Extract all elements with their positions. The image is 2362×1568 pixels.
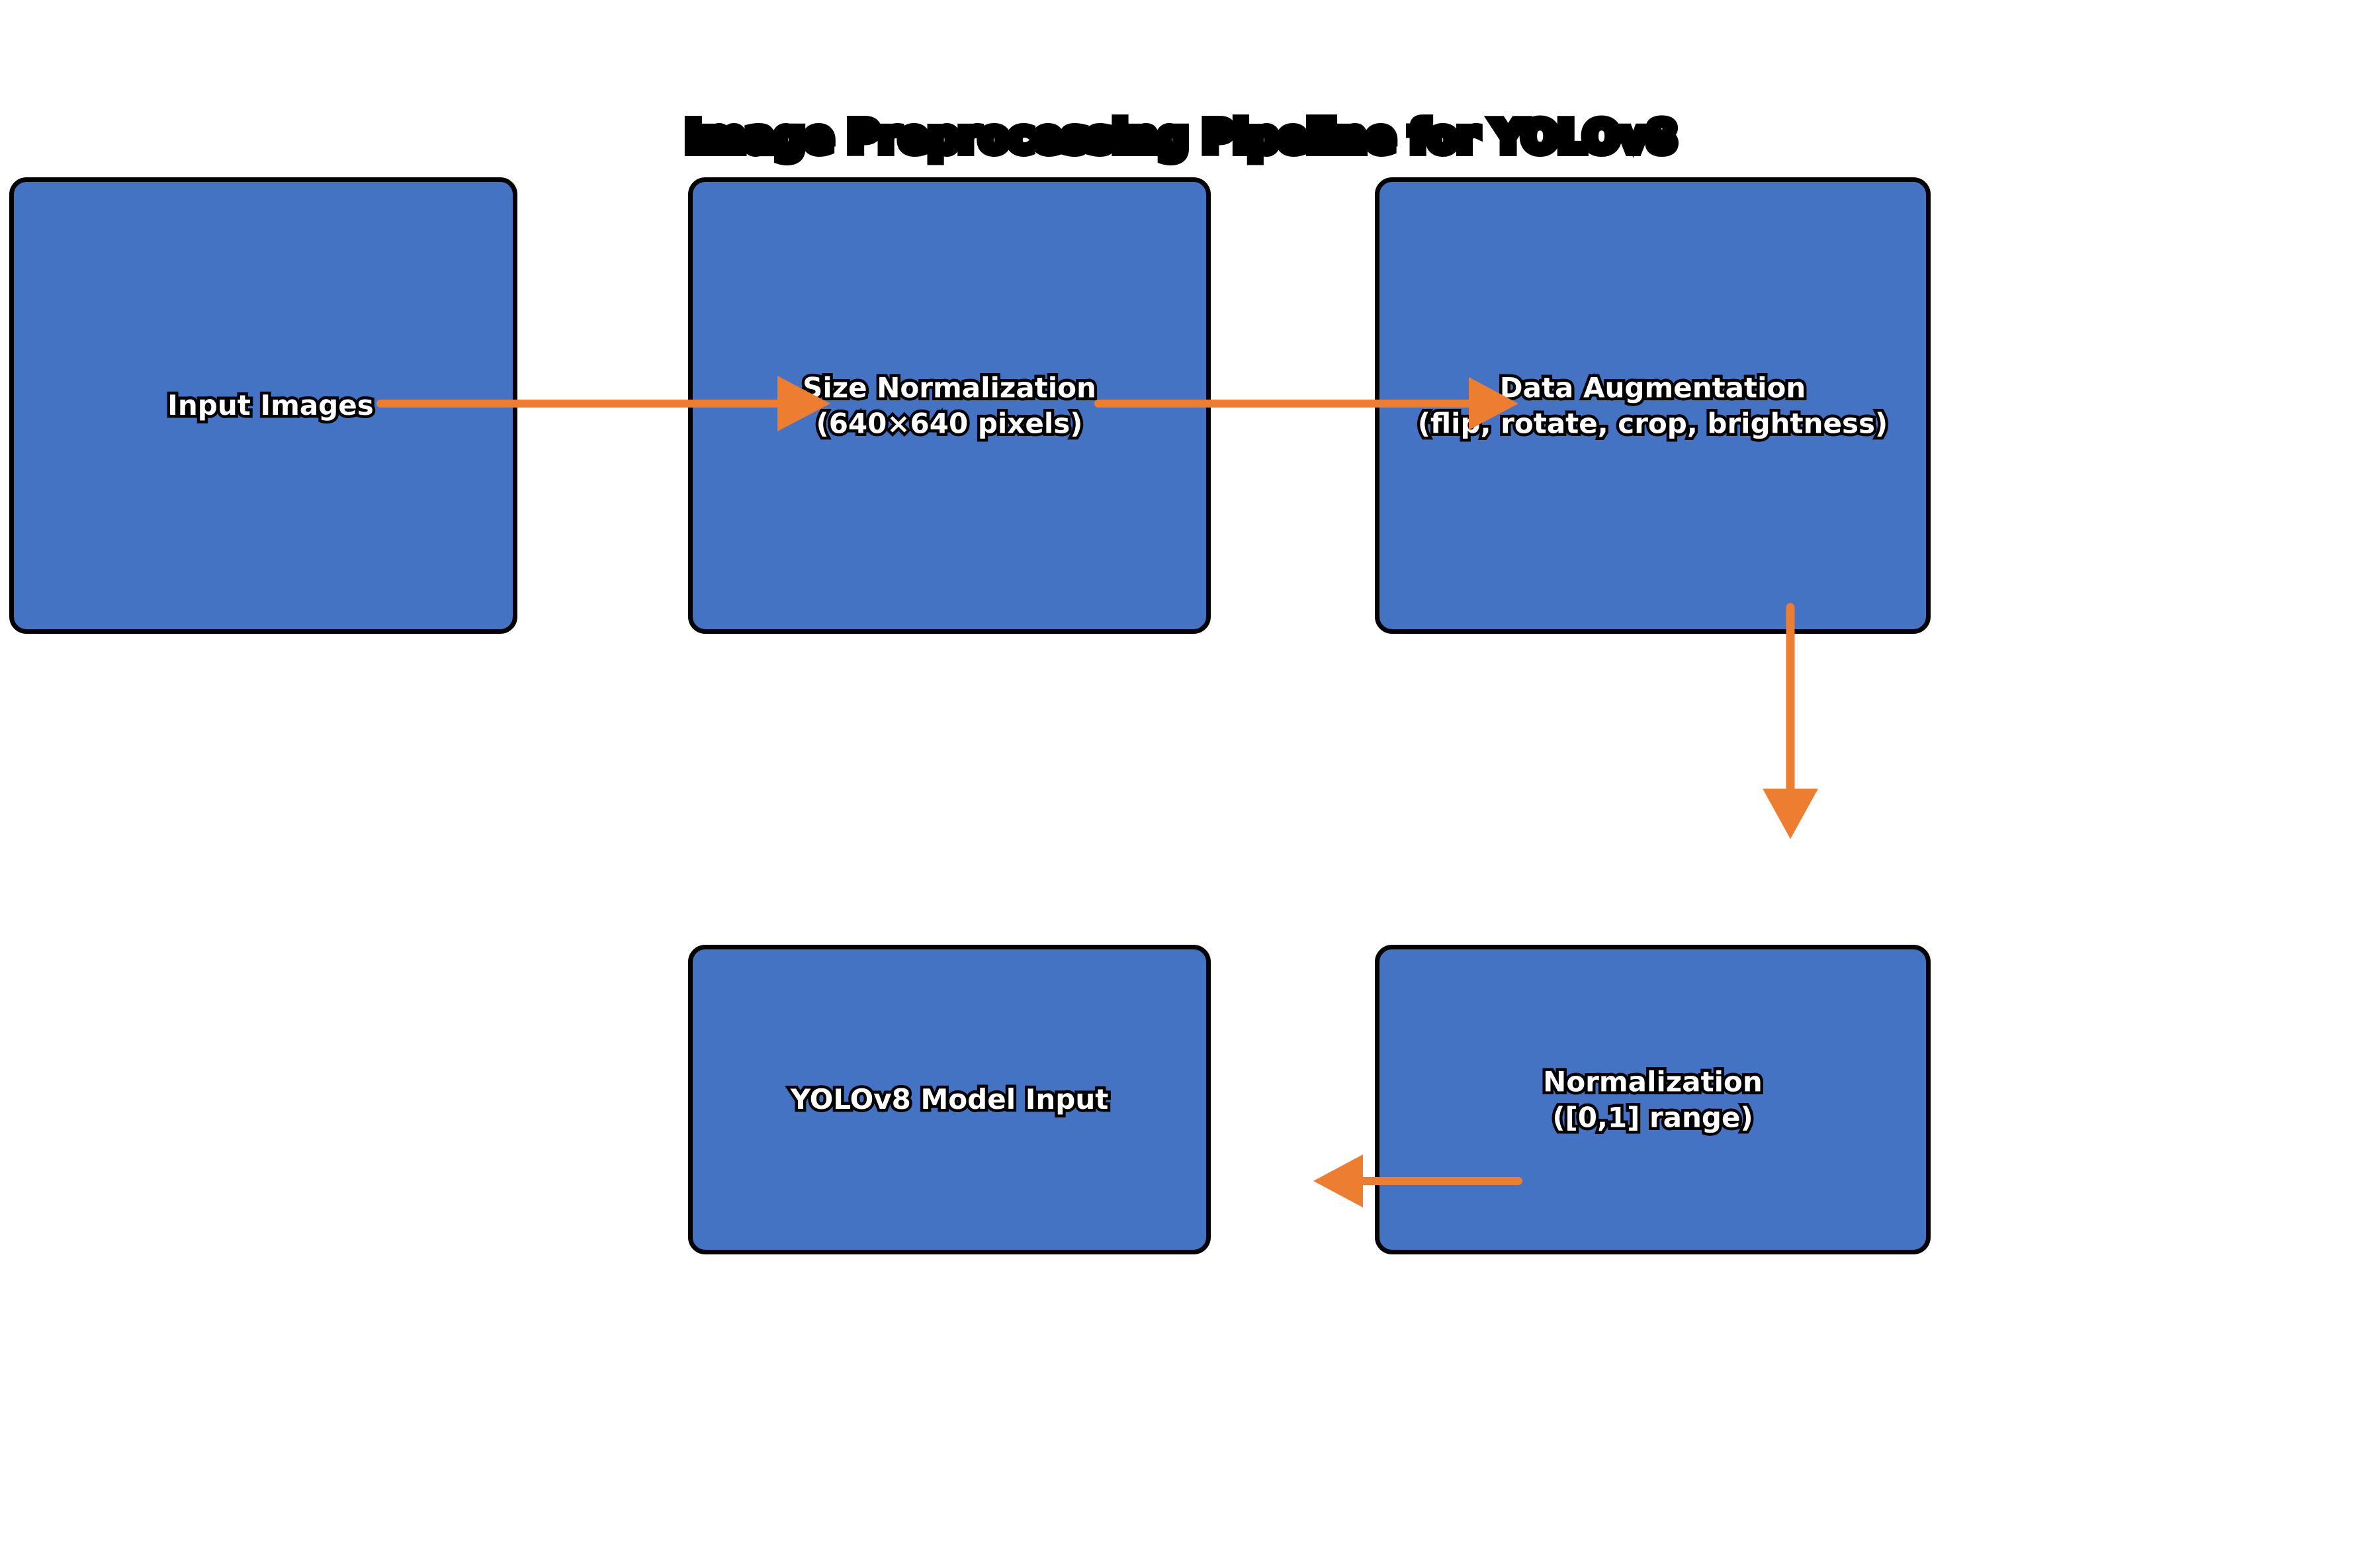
node-yolov8-model-input[interactable]: YOLOv8 Model Input: [688, 945, 1211, 1254]
node-normalization[interactable]: Normalization ([0,1] range): [1375, 945, 1931, 1254]
edge-data-augmentation-to-normalization-hit[interactable]: [1771, 607, 1812, 840]
edge-normalization-to-yolov8-model-input-hit[interactable]: [1313, 1159, 1522, 1203]
node-size-normalization-label: Size Normalization (640×640 pixels): [800, 369, 1100, 443]
diagram-title: Image Preprocessing Pipeline for YOLOv8: [681, 112, 1681, 163]
edge-size-normalization-to-data-augmentation-hit[interactable]: [1098, 384, 1522, 425]
node-yolov8-model-input-label: YOLOv8 Model Input: [787, 1080, 1112, 1119]
edge-input-images-to-size-normalization-hit[interactable]: [380, 384, 837, 425]
node-input-images-label: Input Images: [165, 386, 376, 425]
node-normalization-label: Normalization ([0,1] range): [1540, 1063, 1766, 1137]
